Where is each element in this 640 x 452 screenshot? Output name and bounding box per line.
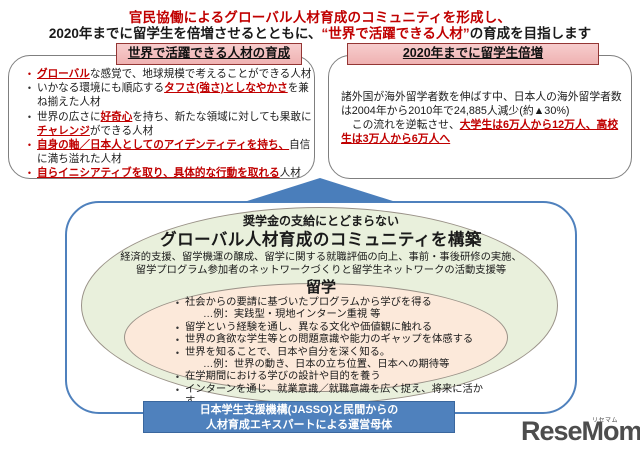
list-item: • 自らイニシアティブを取り、具体的な行動を取れる人材	[22, 166, 312, 180]
plain-text: 人材	[279, 167, 301, 180]
emphasis-text: 自らイニシアティブを取り、具体的な行動を取れる	[37, 167, 280, 180]
community-subtitle: 奨学金の支給にとどまらない	[242, 214, 399, 228]
resemom-logo-ruby: リセマム	[592, 418, 619, 424]
list-item: • 社会からの要請に基づいたプログラムから学びを得る	[170, 297, 485, 309]
list-item-text: 社会からの要請に基づいたプログラムから学びを得る	[185, 297, 432, 308]
list-item: • 在学期間における学びの設計や目的を養う	[170, 371, 485, 383]
students-panel-text: 諸外国が海外留学者数を伸ばす中、日本人の海外留学者数は2004年から2010年で…	[341, 90, 624, 146]
bullet-icon: •	[175, 347, 180, 358]
list-item-text: 自らイニシアティブを取り、具体的な行動を取れる人材	[37, 166, 312, 180]
resemom-logo-text: ReseMom.	[521, 416, 640, 446]
main-title-line1: 官民協働によるグローバル人材育成のコミュニティを形成し、	[128, 10, 512, 25]
study-abroad-title: 留学	[305, 279, 336, 296]
list-item: • 留学という経験を通し、異なる文化や価値観に触れる	[170, 322, 485, 334]
plain-text: ができる人材	[89, 124, 154, 137]
list-item: • 世界の貪欲な学生等との問題意識や能力のギャップを体感する	[170, 334, 485, 346]
talent-panel	[8, 55, 315, 179]
study-abroad-list: • 社会からの要請に基づいたプログラムから学びを得る …例：実践型・現地インター…	[170, 297, 485, 409]
list-item-text: 世界の貪欲な学生等との問題意識や能力のギャップを体感する	[185, 334, 474, 346]
bullet-icon: •	[27, 111, 32, 122]
community-heading: グローバル人材育成のコミュニティを構築	[160, 231, 482, 249]
talent-panel-header: 世界で活躍できる人材の育成	[116, 43, 302, 65]
bullet-icon: •	[175, 335, 180, 346]
list-item-text: 自身の軸／日本人としてのアイデンティティを持ち、自信に満ち溢れた人材	[37, 138, 312, 166]
bullet-icon: •	[27, 168, 32, 179]
talent-bullet-list: • グローバルな感覚で、地球規模で考えることができる人材 • いかなる環境にも順…	[22, 67, 312, 181]
operator-bar: 日本学生支援機構(JASSO)と民間からの 人材育成エキスパートによる運営母体	[143, 401, 455, 433]
bullet-icon: •	[175, 298, 180, 308]
title-line2-emphasis: “世界で活躍できる人材”	[321, 26, 470, 41]
students-panel	[328, 55, 632, 179]
title-line2-pre: 2020年までに留学生を倍増させるとともに、	[48, 26, 322, 41]
list-item: • グローバルな感覚で、地球規模で考えることができる人材	[22, 67, 312, 81]
list-item: • 世界を知ることで、日本や自分を深く知る。	[170, 347, 485, 359]
emphasis-text: タフさ(強さ)としなやかさ	[164, 82, 288, 95]
operator-bar-line1: 日本学生支援機構(JASSO)と民間からの	[199, 404, 399, 416]
talent-panel-header-label: 世界で活躍できる人材の育成	[127, 46, 291, 60]
list-item-text: 世界を知ることで、日本や自分を深く知る。	[185, 346, 391, 358]
resemom-logo: リセマム ReseMom.	[521, 414, 640, 450]
operator-bar-line2: 人材育成エキスパートによる運営母体	[205, 419, 393, 431]
list-item-text: いかなる環境にも順応するタフさ(強さ)としなやかさを兼ね揃えた人材	[37, 81, 312, 109]
bullet-icon: •	[27, 140, 32, 151]
list-item-text: 在学期間における学びの設計や目的を養う	[185, 371, 381, 383]
students-para2-pre: この流れを逆転させ、	[341, 119, 460, 131]
bullet-icon: •	[175, 322, 180, 333]
plain-text: 自信に満ち溢れた人材	[37, 139, 311, 166]
plain-text: 世界の広さに	[37, 110, 101, 123]
bullet-icon: •	[175, 384, 180, 395]
students-para1: 諸外国が海外留学者数を伸ばす中、日本人の海外留学者数は2004年から2010年で…	[341, 91, 622, 117]
emphasis-text: 自身の軸／日本人としてのアイデンティティを持ち、	[37, 139, 290, 152]
list-item-text: グローバルな感覚で、地球規模で考えることができる人材	[37, 67, 312, 81]
community-container	[65, 201, 577, 414]
study-abroad-ellipse	[124, 283, 508, 392]
list-item: • 世界の広さに好奇心を持ち、新たな領域に対しても果敢にチャレンジができる人材	[22, 110, 312, 138]
main-title-line2: 2020年までに留学生を倍増させるとともに、“世界で活躍できる人材”の育成を目指…	[0, 22, 640, 42]
community-desc-line1: 経済的支援、留学機運の醸成、留学に関する就職評価の向上、事前・事後研修の実施、	[120, 252, 522, 263]
plain-text: を持ち、新たな領域に対しても果敢に	[132, 110, 312, 123]
bullet-icon: •	[27, 69, 32, 79]
plain-text: を兼ね揃えた人材	[37, 82, 309, 109]
emphasis-text: グローバル	[37, 68, 90, 80]
community-desc-line2: 留学プログラム参加者のネットワークづくりと留学生ネットワークの活動支援等	[135, 265, 507, 276]
list-item-sub: …例：実践型・現地インターン重視 等	[203, 309, 381, 321]
list-item-text: 世界の広さに好奇心を持ち、新たな領域に対しても果敢にチャレンジができる人材	[37, 110, 312, 138]
list-item-sub: …例：世界の動き、日本の立ち位置、日本への期待等	[203, 359, 450, 371]
list-item-text: 留学という経験を通し、異なる文化や価値観に触れる	[185, 321, 433, 333]
emphasis-text: 好奇心	[100, 110, 133, 123]
plain-text: いかなる環境にも順応する	[37, 82, 165, 95]
students-panel-header-label: 2020年までに留学生倍増	[402, 46, 544, 60]
bullet-icon: •	[175, 372, 180, 383]
list-item: • いかなる環境にも順応するタフさ(強さ)としなやかさを兼ね揃えた人材	[22, 81, 312, 109]
emphasis-text: チャレンジ	[37, 124, 90, 137]
list-item: • 自身の軸／日本人としてのアイデンティティを持ち、自信に満ち溢れた人材	[22, 138, 312, 166]
students-panel-header: 2020年までに留学生倍増	[347, 43, 599, 65]
plain-text: な感覚で、地球規模で考えることができる人材	[89, 68, 312, 80]
up-arrow-icon	[244, 178, 396, 202]
bullet-icon: •	[27, 83, 32, 94]
title-line2-post: の育成を目指します	[469, 26, 592, 41]
students-para2-emphasis: 大学生は6万人から12万人、高校生は3万人から6万人へ	[341, 119, 619, 145]
